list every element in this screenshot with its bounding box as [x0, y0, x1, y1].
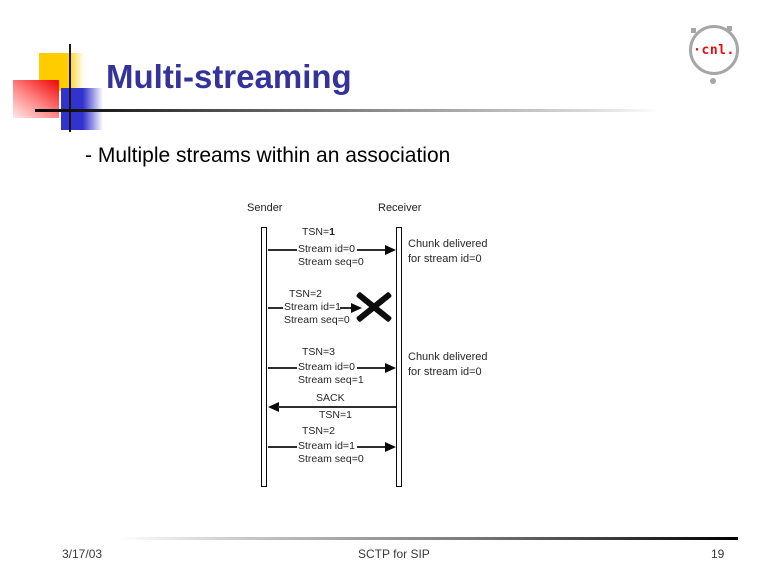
msg3-note-line1: Chunk delivered	[408, 351, 488, 363]
msg5-tsn: TSN=2	[302, 425, 335, 437]
msg2-line-left	[268, 307, 283, 309]
footer-date: 3/17/03	[62, 547, 103, 561]
msg1-note-line2: for stream id=0	[408, 253, 482, 265]
msg5-line-left	[268, 446, 297, 448]
msg5-arrowhead-icon	[385, 442, 396, 452]
sender-lifeline	[261, 227, 267, 487]
msg3-stream-id: Stream id=0	[298, 361, 355, 373]
msg1-stream-seq: Stream seq=0	[298, 256, 364, 268]
lost-message-x-icon	[356, 291, 392, 323]
msg3-line-left	[268, 367, 297, 369]
sack-tsn: TSN=1	[319, 409, 352, 421]
receiver-label: Receiver	[378, 202, 422, 214]
receiver-lifeline	[396, 227, 402, 487]
logo-nub-left	[691, 28, 696, 33]
sack-label: SACK	[316, 392, 345, 404]
msg5-stream-seq: Stream seq=0	[298, 453, 364, 465]
page-title: Multi-streaming	[106, 58, 352, 95]
logo-nub-right	[727, 26, 732, 31]
msg1-note-line1: Chunk delivered	[408, 238, 488, 250]
deco-red-square	[13, 80, 59, 118]
msg1-line-right	[357, 249, 386, 251]
cnl-logo-icon: ·cnl.	[689, 25, 739, 75]
msg5-stream-id: Stream id=1	[298, 440, 355, 452]
msg3-note-line2: for stream id=0	[408, 366, 482, 378]
msg2-line-right	[340, 307, 352, 309]
sack-line	[278, 406, 396, 408]
msg3-arrowhead-icon	[385, 363, 396, 373]
footer-page-number: 19	[711, 547, 725, 561]
msg1-tsn: TSN=1	[302, 226, 335, 238]
logo-nub-bottom	[710, 78, 716, 84]
footer-rule	[118, 537, 738, 540]
msg3-line-right	[357, 367, 386, 369]
msg2-stream-id: Stream id=1	[284, 301, 341, 313]
msg1-line-left	[268, 249, 297, 251]
sender-label: Sender	[247, 202, 283, 214]
sack-arrowhead-icon	[268, 402, 279, 412]
deco-crosshair-vertical	[69, 44, 71, 132]
msg2-tsn: TSN=2	[289, 288, 322, 300]
msg1-stream-id: Stream id=0	[298, 243, 355, 255]
title-underline	[35, 109, 660, 112]
msg1-arrowhead-icon	[385, 245, 396, 255]
msg3-stream-seq: Stream seq=1	[298, 374, 364, 386]
cnl-logo-text: ·cnl.	[693, 42, 735, 58]
msg3-tsn: TSN=3	[302, 346, 335, 358]
msg2-stream-seq: Stream seq=0	[284, 314, 350, 326]
footer-title: SCTP for SIP	[358, 547, 430, 561]
bullet-text: - Multiple streams within an association	[85, 144, 451, 167]
msg5-line-right	[357, 446, 386, 448]
